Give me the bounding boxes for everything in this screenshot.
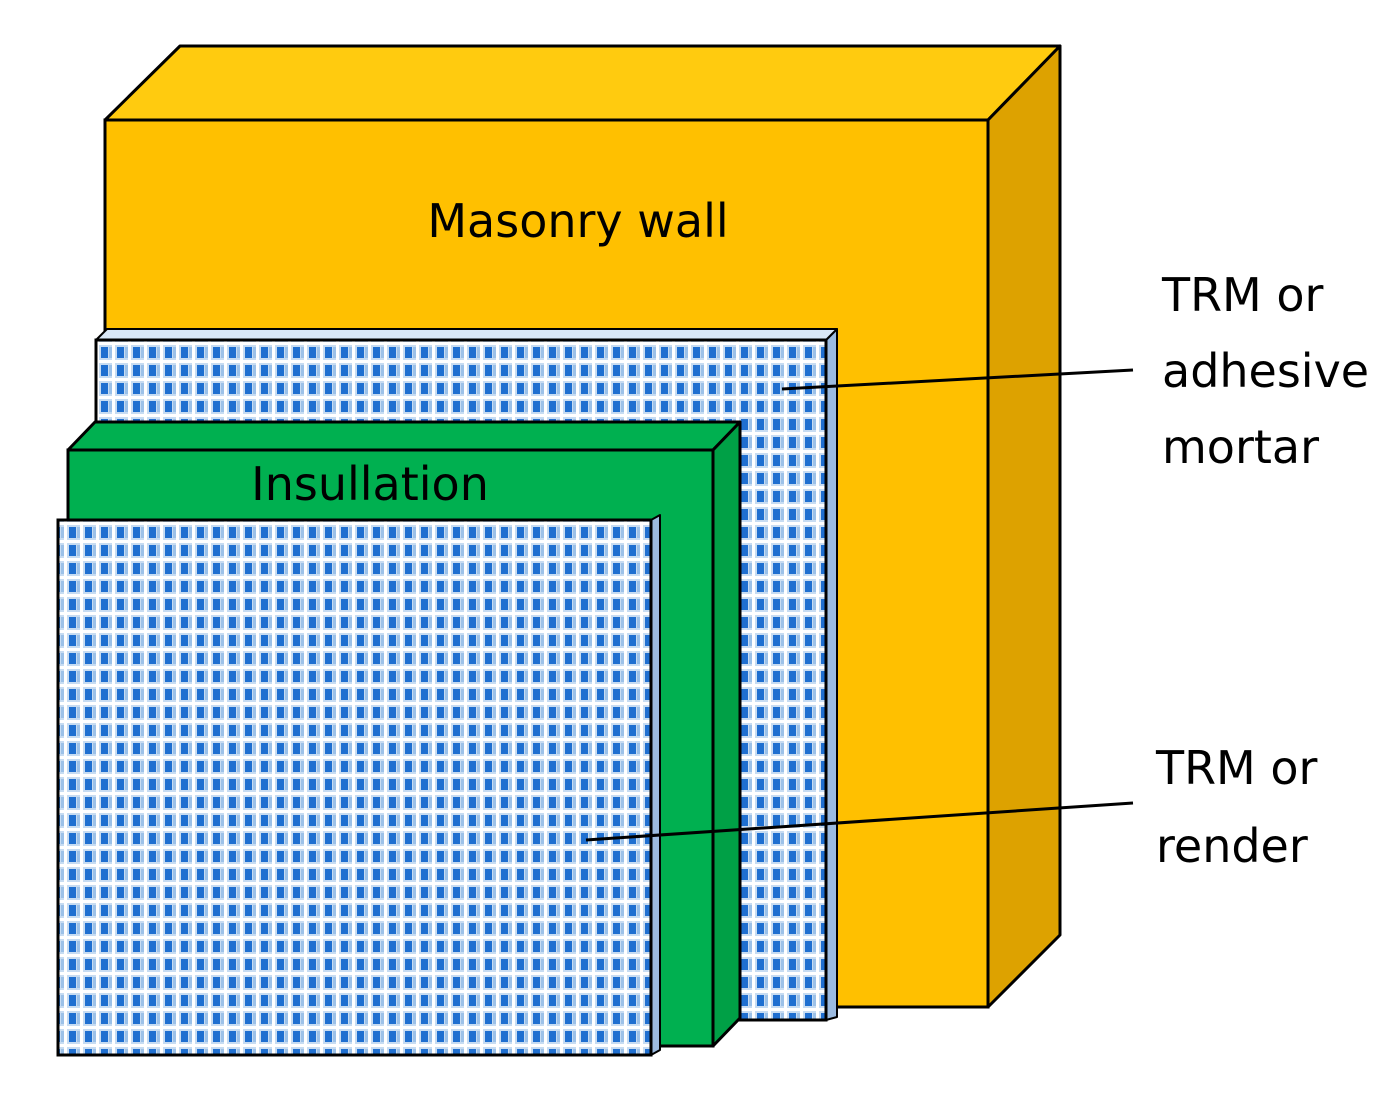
upper-callout-leader-line xyxy=(781,368,1134,391)
adhesive-mortar-top-face xyxy=(95,328,838,341)
lower-callout-leader-line xyxy=(585,801,1134,842)
masonry-wall-label: Masonry wall xyxy=(427,194,728,248)
render-layer xyxy=(56,514,661,1057)
lower-callout-line-2: render xyxy=(1156,819,1308,873)
adhesive-mortar-side-face xyxy=(825,328,838,1021)
upper-callout-line-1: TRM or xyxy=(1161,268,1324,322)
lower-callout-line-1: TRM or xyxy=(1155,741,1318,795)
lower-callout-label: TRM or render xyxy=(1155,741,1332,873)
upper-callout-label: TRM or adhesive mortar xyxy=(1161,268,1384,474)
insulation-top-face xyxy=(66,420,742,452)
masonry-wall-side-face xyxy=(986,44,1062,1009)
insulation-side-face xyxy=(711,420,742,1048)
upper-callout-line-2: adhesive xyxy=(1162,344,1369,398)
render-front-face xyxy=(56,518,653,1057)
masonry-wall-top-face xyxy=(103,44,1062,122)
upper-callout-line-3: mortar xyxy=(1162,420,1319,474)
insulation-label: Insullation xyxy=(251,457,489,511)
